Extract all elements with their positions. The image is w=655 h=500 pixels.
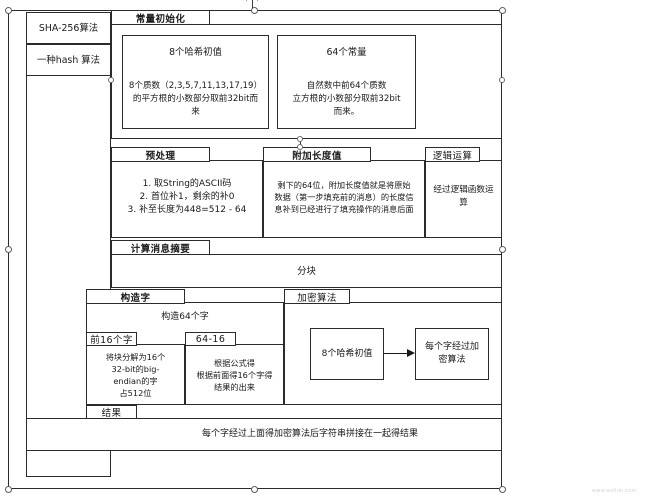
node-hash-init[interactable]: 8个哈希初值 8个质数（2,3,5,7,11,13,17,19） 的平方根的小数… — [122, 35, 269, 129]
root-title-column-body — [26, 76, 111, 477]
node-per-word-encrypt-label: 每个字经过加 密算法 — [424, 342, 479, 365]
package-tab-label: 预处理 — [145, 150, 176, 162]
package-append-length[interactable] — [263, 160, 425, 238]
package-tab-label: 结果 — [101, 408, 122, 419]
connector-const-to-preprocess — [300, 139, 302, 147]
node-const-64[interactable]: 64个常量 自然数中前64个质数 立方根的小数部分取前32bit 而来。 — [277, 35, 416, 129]
package-rest-64-16-body-wrap: 根据公式得 根据前面得16个字得 结果的出来 — [186, 347, 283, 403]
package-tab-label: 构造字 — [120, 292, 151, 304]
package-tab-build-words[interactable]: 构造字 — [86, 289, 185, 304]
resize-handle-middle-left[interactable] — [5, 246, 12, 253]
package-tab-digest[interactable]: 计算消息摘要 — [111, 240, 210, 255]
anchor-dot-append-length-top[interactable] — [297, 144, 303, 150]
package-result[interactable] — [26, 418, 502, 451]
root-title-box[interactable]: SHA-256算法 — [26, 12, 111, 44]
encrypt-flow-arrow-head — [407, 349, 415, 357]
node-hash-init-8[interactable]: 8个哈希初值 — [310, 328, 384, 380]
package-logic-op-body-wrap: 经过逻辑函数运 算 — [427, 166, 500, 228]
package-tab-rest-64-16[interactable]: 64-16 — [185, 332, 236, 346]
package-rest-64-16[interactable] — [185, 344, 284, 405]
package-tab-result[interactable]: 结果 — [86, 405, 137, 419]
resize-handle-bottom-right[interactable] — [499, 486, 506, 493]
node-const-64-heading: 64个常量 — [326, 46, 367, 58]
resize-handle-middle-right[interactable] — [499, 246, 506, 253]
package-result-body: 每个字经过上面得加密算法后字符串拼接在一起得结果 — [201, 429, 418, 439]
node-hash-init-heading: 8个哈希初值 — [169, 46, 222, 58]
resize-handle-top-right[interactable] — [499, 7, 506, 14]
node-hash-init-body: 8个质数（2,3,5,7,11,13,17,19） 的平方根的小数部分取前32b… — [128, 80, 263, 117]
package-logic-op-body: 经过逻辑函数运 算 — [433, 185, 494, 208]
root-subtitle-label: 一种hash 算法 — [37, 54, 100, 66]
package-tab-label: 加密算法 — [297, 292, 337, 304]
package-tab-const-init[interactable]: 常量初始化 — [111, 10, 210, 25]
resize-handle-top-left[interactable] — [5, 7, 12, 14]
package-tab-label: 常量初始化 — [135, 13, 186, 25]
package-digest[interactable] — [111, 254, 502, 288]
encrypt-flow-arrow-line — [384, 353, 408, 355]
package-result-body-wrap: 每个字经过上面得加密算法后字符串拼接在一起得结果 — [120, 420, 500, 449]
anchor-dot-right-mid[interactable] — [499, 77, 505, 83]
rotate-stem — [251, 0, 253, 9]
package-tab-preprocess[interactable]: 预处理 — [111, 147, 210, 162]
package-digest-body-wrap: 分块 — [113, 256, 500, 286]
package-first-16[interactable] — [86, 344, 185, 405]
package-tab-encrypt[interactable]: 加密算法 — [284, 289, 350, 304]
package-first-16-body-wrap: 将块分解为16个 32-bit的big- endian的字 占512位 — [87, 347, 184, 403]
package-tab-label: 附加长度值 — [292, 150, 342, 162]
package-tab-label: 前16个字 — [90, 335, 133, 346]
package-digest-body: 分块 — [297, 265, 316, 277]
resize-handle-bottom-left[interactable] — [5, 486, 12, 493]
watermark: www.eolink.com — [592, 488, 637, 494]
resize-handle-bottom-center[interactable] — [251, 486, 258, 493]
anchor-dot-const-init-bottom[interactable] — [297, 136, 303, 142]
node-per-word-encrypt[interactable]: 每个字经过加 密算法 — [415, 328, 489, 380]
package-append-length-body: 剩下的64位，附加长度值就是将原始 数据（第一步填充前的消息）的长度信 息补到已… — [274, 180, 414, 214]
node-hash-init-8-label: 8个哈希初值 — [321, 348, 373, 359]
package-tab-append-length[interactable]: 附加长度值 — [263, 147, 371, 162]
package-first-16-body: 将块分解为16个 32-bit的big- endian的字 占512位 — [105, 352, 166, 398]
root-title-label: SHA-256算法 — [38, 22, 99, 34]
package-preprocess-body-wrap: 1. 取String的ASCII码 2. 首位补1，剩余的补0 3. 补至长度为… — [113, 166, 261, 228]
package-tab-label: 计算消息摘要 — [130, 243, 191, 255]
resize-handle-top-center[interactable] — [251, 7, 258, 14]
anchor-dot-left-column[interactable] — [108, 77, 114, 83]
package-preprocess[interactable] — [111, 160, 263, 238]
package-append-length-body-wrap: 剩下的64位，附加长度值就是将原始 数据（第一步填充前的消息）的长度信 息补到已… — [265, 166, 423, 228]
package-tab-first-16[interactable]: 前16个字 — [86, 332, 137, 346]
package-preprocess-body: 1. 取String的ASCII码 2. 首位补1，剩余的补0 3. 补至长度为… — [127, 178, 247, 215]
package-tab-label: 逻辑运算 — [432, 150, 473, 162]
node-const-64-body: 自然数中前64个质数 立方根的小数部分取前32bit 而来。 — [292, 80, 401, 117]
package-tab-logic-op[interactable]: 逻辑运算 — [425, 147, 480, 162]
package-build-words-body-wrap: 构造64个字 — [88, 306, 282, 328]
root-subtitle-box[interactable]: 一种hash 算法 — [26, 44, 111, 76]
package-rest-64-16-body: 根据公式得 根据前面得16个字得 结果的出来 — [196, 358, 273, 392]
package-build-words-body: 构造64个字 — [161, 311, 209, 322]
package-tab-label: 64-16 — [195, 333, 226, 345]
